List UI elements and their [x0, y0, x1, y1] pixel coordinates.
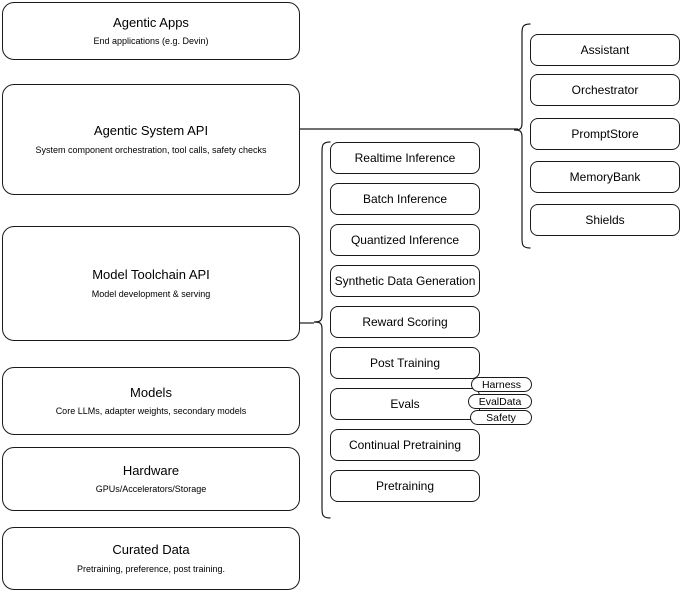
capability-label: Synthetic Data Generation	[334, 273, 476, 288]
component-label: MemoryBank	[569, 169, 641, 184]
capability-label: Evals	[390, 396, 420, 411]
layer-title: Curated Data	[112, 542, 190, 558]
component-box-promptstore[interactable]: PromptStore	[530, 118, 680, 150]
component-label: Shields	[585, 212, 625, 227]
eval-badge-label: EvalData	[478, 395, 522, 408]
capability-label: Pretraining	[375, 478, 435, 493]
bracket-system-components	[512, 22, 532, 252]
eval-badge-evaldata[interactable]: EvalData	[468, 394, 532, 409]
capability-box-reward-scoring[interactable]: Reward Scoring	[330, 306, 480, 338]
layer-subtitle: Model development & serving	[91, 288, 211, 299]
component-label: PromptStore	[571, 126, 639, 141]
layer-title: Agentic System API	[93, 123, 209, 139]
capability-box-evals[interactable]: Evals	[330, 388, 480, 420]
capability-label: Reward Scoring	[362, 314, 448, 329]
capability-box-post-training[interactable]: Post Training	[330, 347, 480, 379]
capability-label: Continual Pretraining	[348, 437, 462, 452]
component-box-shields[interactable]: Shields	[530, 204, 680, 236]
component-box-memorybank[interactable]: MemoryBank	[530, 161, 680, 193]
layer-subtitle: Core LLMs, adapter weights, secondary mo…	[55, 406, 247, 416]
bracket-toolchain-capabilities	[312, 140, 332, 522]
component-box-assistant[interactable]: Assistant	[530, 34, 680, 66]
eval-badge-safety[interactable]: Safety	[470, 410, 532, 425]
capability-label: Post Training	[369, 355, 441, 370]
layer-subtitle: End applications (e.g. Devin)	[93, 36, 209, 46]
layer-box-agentic-apps[interactable]: Agentic Apps End applications (e.g. Devi…	[2, 2, 300, 60]
component-label: Assistant	[580, 42, 630, 57]
layer-subtitle: GPUs/Accelerators/Storage	[95, 484, 207, 494]
layer-box-agentic-system-api[interactable]: Agentic System API System component orch…	[2, 84, 300, 195]
capability-label: Batch Inference	[362, 191, 448, 206]
capability-box-realtime-inference[interactable]: Realtime Inference	[330, 142, 480, 174]
connector-agentic-system-api-to-components	[300, 120, 520, 138]
layer-title: Agentic Apps	[113, 14, 189, 30]
eval-badge-label: Harness	[481, 378, 522, 391]
layer-box-hardware[interactable]: Hardware GPUs/Accelerators/Storage	[2, 447, 300, 511]
capability-label: Realtime Inference	[354, 150, 456, 165]
capability-box-synthetic-data-generation[interactable]: Synthetic Data Generation	[330, 265, 480, 297]
layer-title: Models	[130, 384, 172, 400]
capability-label: Quantized Inference	[350, 232, 460, 247]
capability-box-pretraining[interactable]: Pretraining	[330, 470, 480, 502]
eval-badge-label: Safety	[486, 411, 516, 424]
layer-title: Model Toolchain API	[92, 267, 210, 283]
layer-box-models[interactable]: Models Core LLMs, adapter weights, secon…	[2, 367, 300, 435]
component-label: Orchestrator	[571, 82, 639, 97]
capability-box-continual-pretraining[interactable]: Continual Pretraining	[330, 429, 480, 461]
connector-model-toolchain-api-to-capabilities	[300, 316, 316, 330]
eval-badge-harness[interactable]: Harness	[471, 377, 532, 392]
capability-box-batch-inference[interactable]: Batch Inference	[330, 183, 480, 215]
capability-box-quantized-inference[interactable]: Quantized Inference	[330, 224, 480, 256]
component-box-orchestrator[interactable]: Orchestrator	[530, 74, 680, 106]
layer-subtitle: Pretraining, preference, post training.	[76, 563, 226, 574]
layer-title: Hardware	[122, 462, 180, 478]
layer-box-curated-data[interactable]: Curated Data Pretraining, preference, po…	[2, 527, 300, 590]
layer-box-model-toolchain-api[interactable]: Model Toolchain API Model development & …	[2, 226, 300, 341]
layer-subtitle: System component orchestration, tool cal…	[35, 144, 267, 155]
